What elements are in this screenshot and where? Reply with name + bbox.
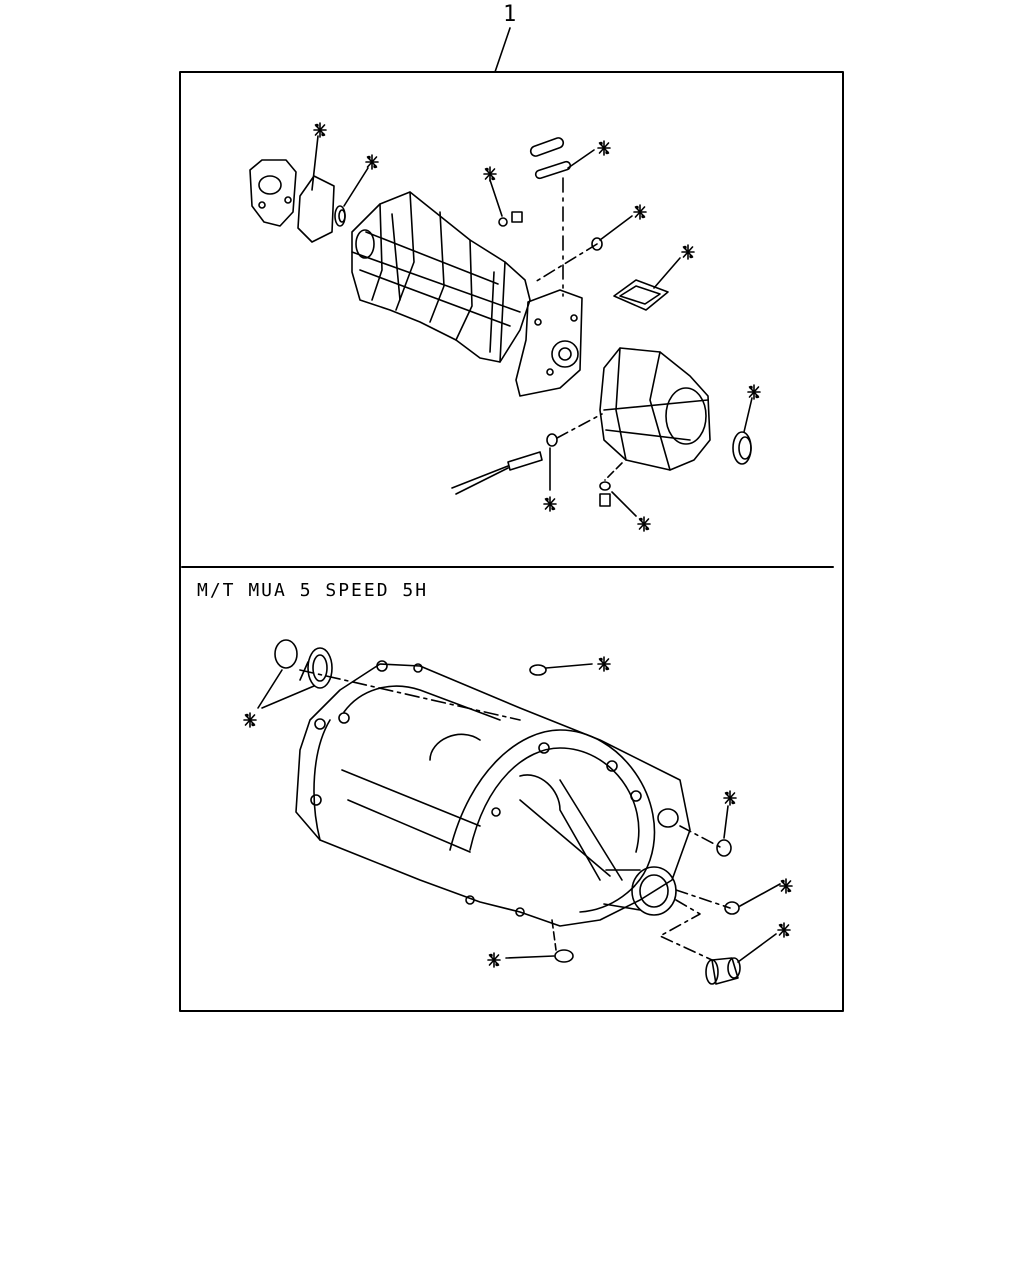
part-marker-icon (777, 922, 791, 938)
cover-gasket-part (297, 175, 335, 243)
bolt-part (599, 481, 611, 507)
oil-seal-small-part (334, 205, 346, 227)
part-marker-icon (637, 516, 651, 532)
oil-seal-large-part (732, 431, 752, 465)
front-housing-part (599, 347, 711, 471)
front-seal-part (705, 957, 741, 985)
shift-cover-gasket-part (613, 279, 669, 311)
part-marker-icon (543, 496, 557, 512)
part-marker-icon (681, 244, 695, 260)
main-case-part (351, 191, 531, 363)
part-marker-icon (779, 878, 793, 894)
drain-washer-part (529, 664, 547, 676)
extension-cover-part (249, 159, 297, 227)
reference-number: 1 (503, 2, 517, 27)
shift-rod-part (529, 137, 572, 180)
part-marker-icon (313, 122, 327, 138)
drain-plug-part (498, 211, 523, 227)
part-marker-icon (723, 790, 737, 806)
bearing-seal-part (299, 647, 333, 689)
part-marker-icon (483, 166, 497, 182)
part-marker-icon (243, 712, 257, 728)
bottom-washer-part (554, 949, 574, 963)
lower-assembly-view (243, 639, 793, 985)
o-ring-part (591, 237, 603, 251)
part-marker-icon (597, 656, 611, 672)
reference-leader-line (494, 27, 511, 73)
o-ring-right-part (716, 839, 732, 857)
intermediate-plate-part (515, 289, 583, 397)
part-marker-icon (633, 204, 647, 220)
diagram-frame (179, 71, 844, 1012)
lower-section-title: M/T MUA 5 SPEED 5H (197, 580, 429, 601)
large-o-ring-part (274, 639, 298, 669)
part-marker-icon (365, 154, 379, 170)
transfer-case-body-part (295, 660, 691, 927)
speed-sensor-part (451, 451, 543, 495)
sensor-o-ring-part (546, 433, 558, 447)
upper-exploded-view (249, 122, 761, 532)
part-marker-icon (747, 384, 761, 400)
part-marker-icon (487, 952, 501, 968)
o-ring-front-part (724, 901, 740, 915)
part-marker-icon (597, 140, 611, 156)
